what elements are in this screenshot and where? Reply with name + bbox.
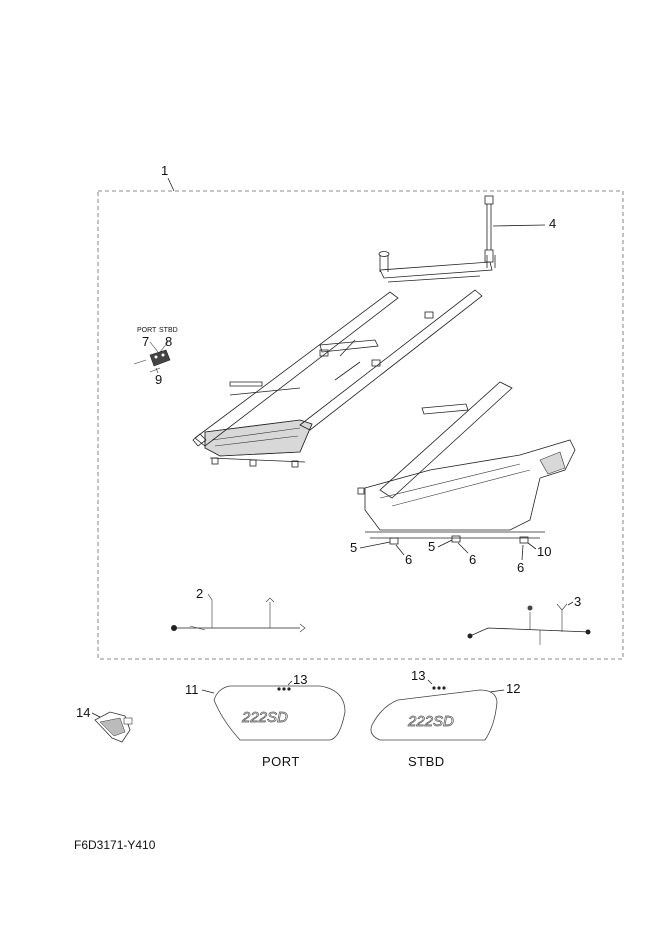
callout-2: 2 [196,586,203,601]
callout-5-a: 5 [350,540,391,555]
wire-harness-3 [467,603,591,645]
svg-text:8: 8 [165,334,172,349]
svg-text:4: 4 [549,216,556,231]
fastener-dots-port [277,687,291,691]
callout-6-a: 6 [395,544,412,567]
svg-text:STBD: STBD [159,327,178,334]
svg-text:6: 6 [405,552,412,567]
svg-text:13: 13 [293,672,307,687]
fastener-dots-stbd [432,686,446,690]
callout-6-b: 6 [457,542,476,567]
svg-text:10: 10 [537,544,551,559]
svg-text:222SD: 222SD [241,709,288,726]
courtesy-light [94,711,133,743]
svg-text:13: 13 [411,668,425,683]
svg-text:9: 9 [155,372,162,387]
svg-text:12: 12 [506,681,520,696]
callout-13-port: 13 [287,672,307,687]
tower-frame-left [192,251,496,468]
svg-text:2: 2 [196,586,203,601]
svg-text:11: 11 [185,682,199,697]
svg-text:5: 5 [428,539,435,554]
svg-text:14: 14 [76,705,90,720]
svg-text:6: 6 [517,560,524,575]
callout-10: 10 [527,542,551,559]
callout-3: 3 [567,594,581,609]
callout-1: 1 [161,163,175,192]
tower-frame-right [357,381,576,545]
decal-stbd: 222SD [370,689,498,741]
assembly-boundary [97,190,624,660]
callout-6-c: 6 [517,544,524,575]
caption-port: PORT [262,754,300,769]
svg-text:3: 3 [574,594,581,609]
wire-harness-2 [171,593,306,633]
svg-text:5: 5 [350,540,357,555]
caption-stbd: STBD [408,754,445,769]
svg-text:PORT: PORT [137,327,157,334]
svg-text:6: 6 [469,552,476,567]
svg-text:222SD: 222SD [407,713,454,730]
callout-14: 14 [76,705,101,720]
hinge-bracket: PORT STBD 7 8 9 [133,327,178,387]
gas-strut [484,195,494,263]
callout-11: 11 [185,682,215,697]
decal-port: 222SD [213,685,346,741]
callout-4: 4 [492,216,556,231]
callout-12: 12 [489,681,520,696]
svg-text:7: 7 [142,334,149,349]
svg-text:1: 1 [161,163,168,178]
figure-code: F6D3171-Y410 [74,838,156,852]
callout-5-b: 5 [428,539,453,554]
callout-13-stbd: 13 [411,668,433,685]
